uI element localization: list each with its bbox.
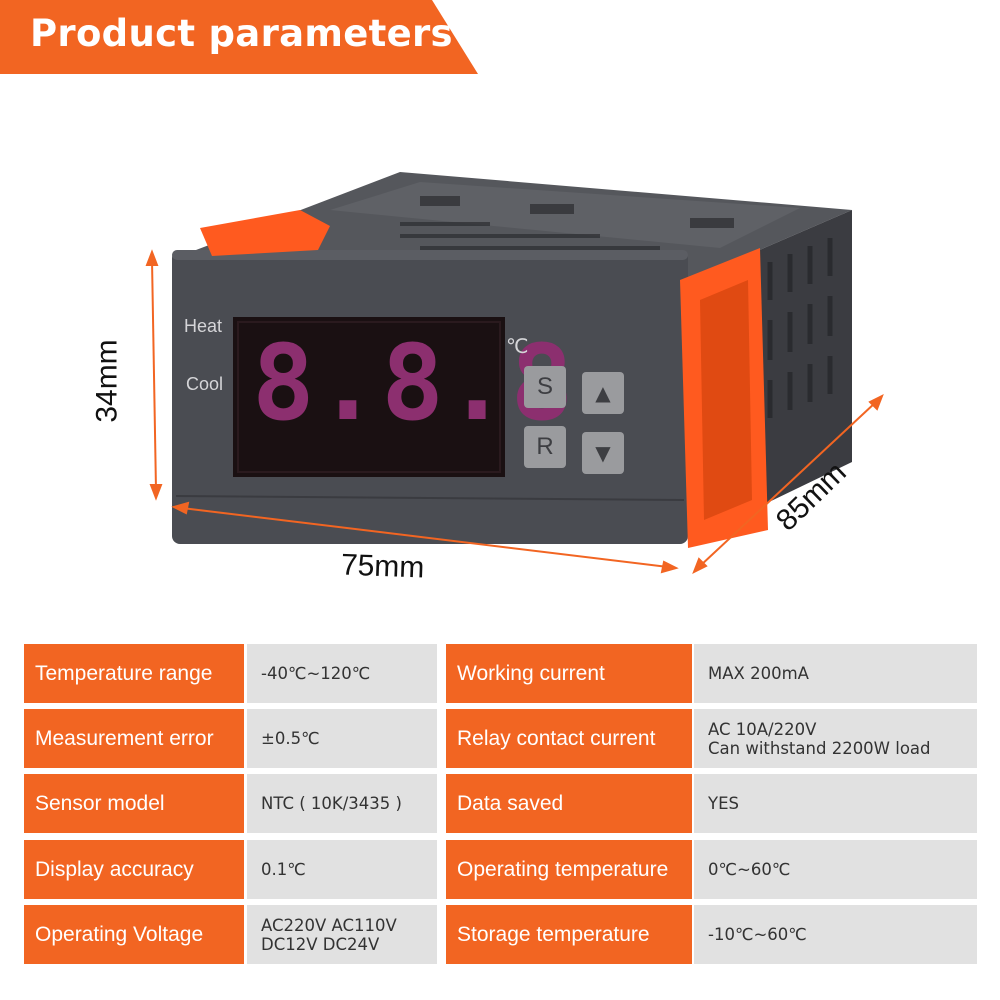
heat-indicator-label: Heat — [184, 316, 223, 336]
param-label: Storage temperature — [446, 905, 692, 964]
product-illustration — [145, 172, 884, 575]
param-label: Measurement error — [24, 709, 244, 768]
set-button[interactable]: S — [524, 366, 566, 408]
down-button[interactable]: ▼ — [582, 432, 624, 474]
param-label: Operating temperature — [446, 840, 692, 899]
param-label: Relay contact current — [446, 709, 692, 768]
arrow-up-icon: ▲ — [595, 381, 611, 405]
param-value: YES — [694, 774, 977, 833]
reset-button-label: R — [536, 433, 554, 460]
display-digits: 8.8.8 — [252, 322, 576, 444]
height-dimension-label: 34mm — [90, 339, 124, 423]
cool-indicator-label: Cool — [186, 374, 224, 394]
mounting-clip-left — [200, 210, 330, 256]
page-title: Product parameters — [30, 12, 453, 55]
dimension-lines — [145, 249, 884, 575]
param-label: Sensor model — [24, 774, 244, 833]
param-label: Temperature range — [24, 644, 244, 703]
param-value: AC220V AC110V DC12V DC24V — [247, 905, 437, 964]
up-button[interactable]: ▲ — [582, 372, 624, 414]
arrow-down-icon: ▼ — [595, 441, 611, 465]
lcd-display — [233, 317, 505, 477]
param-value: -10℃~60℃ — [694, 905, 977, 964]
param-value: AC 10A/220V Can withstand 2200W load — [694, 709, 977, 768]
set-button-label: S — [536, 373, 553, 400]
param-label: Operating Voltage — [24, 905, 244, 964]
width-dimension-label: 75mm — [340, 548, 425, 585]
param-value: NTC ( 10K/3435 ) — [247, 774, 437, 833]
param-label: Data saved — [446, 774, 692, 833]
param-value: 0.1℃ — [247, 840, 437, 899]
param-label: Display accuracy — [24, 840, 244, 899]
celsius-unit-label: ℃ — [506, 334, 529, 358]
reset-button[interactable]: R — [524, 426, 566, 468]
param-value: MAX 200mA — [694, 644, 977, 703]
param-value: ±0.5℃ — [247, 709, 437, 768]
parameter-table: Temperature range -40℃~120℃ Working curr… — [24, 640, 977, 966]
param-value: -40℃~120℃ — [247, 644, 437, 703]
header-banner — [0, 0, 478, 74]
param-label: Working current — [446, 644, 692, 703]
device-side-vents — [767, 238, 833, 418]
param-value: 0℃~60℃ — [694, 840, 977, 899]
